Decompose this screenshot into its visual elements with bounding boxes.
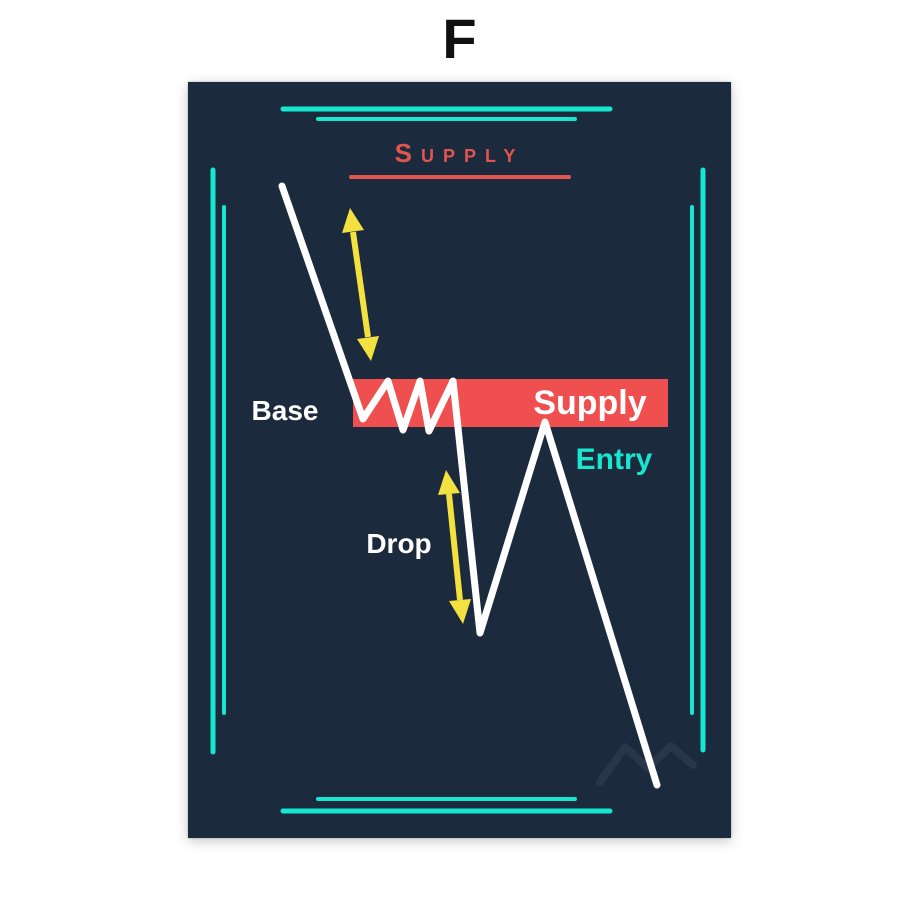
double-arrow-lower-icon [438,470,471,624]
poster-art [210,106,706,814]
figure-label: F [442,7,478,70]
price-line [278,182,661,789]
entry-label: Entry [575,443,653,476]
poster-canvas: Supply Base Supply Entry Drop [188,82,731,838]
supply-zone-label: Supply [533,384,647,422]
base-label: Base [251,395,319,426]
double-arrow-upper-icon [342,208,379,361]
watermark-zigzag [596,742,697,786]
supply-title: Supply [394,138,525,168]
drop-label: Drop [366,528,432,559]
title-underline [348,175,571,179]
